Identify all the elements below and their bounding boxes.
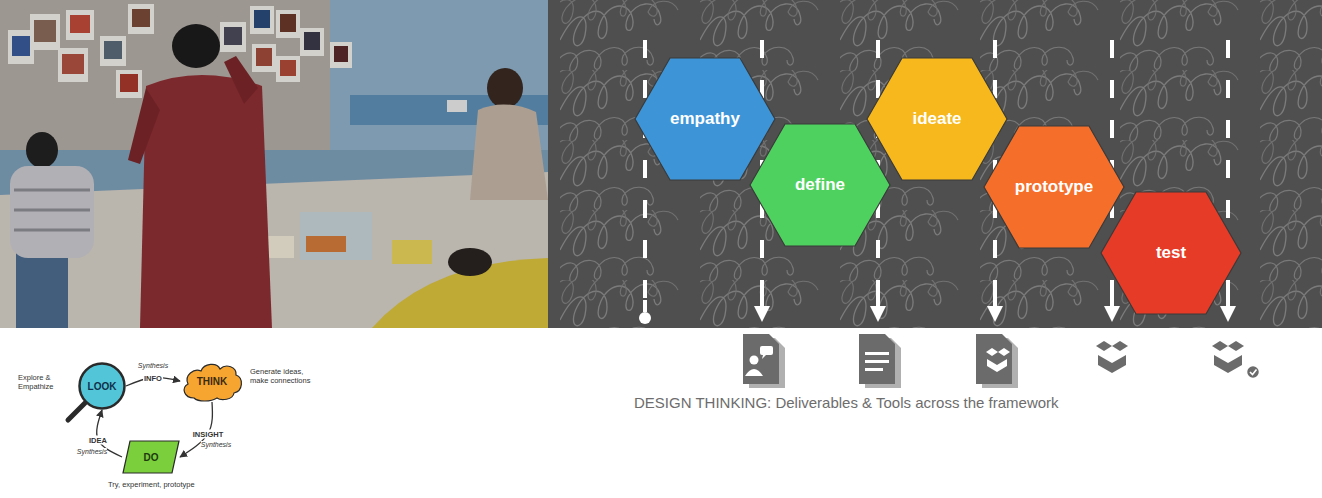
persona-icon-part bbox=[762, 355, 766, 359]
box-check-icon-part bbox=[1250, 370, 1257, 375]
box-check-icon-part bbox=[1214, 355, 1242, 373]
figure-caption: DESIGN THINKING: Deliverables & Tools ac… bbox=[634, 394, 1059, 411]
phase-hexagon: empathy bbox=[635, 58, 775, 180]
arrow-note: Synthesis bbox=[201, 441, 231, 449]
box-document-icon-part bbox=[998, 348, 1010, 356]
parallelogram-outline bbox=[123, 441, 179, 473]
magnifier-lens: LOOK bbox=[78, 362, 126, 410]
document-icon-part bbox=[865, 368, 883, 371]
box-icon-part bbox=[1096, 341, 1112, 351]
persona-icon-part bbox=[743, 334, 779, 384]
document-icon-part bbox=[865, 352, 889, 355]
node-label: ideate bbox=[912, 109, 961, 129]
box-check-icon-part bbox=[1212, 341, 1228, 351]
magnifier-handle bbox=[68, 403, 85, 420]
document-icon-part bbox=[865, 360, 889, 363]
hexagon-outline bbox=[750, 124, 890, 246]
box-document-icon-part bbox=[986, 348, 998, 356]
box-icon bbox=[1096, 341, 1128, 373]
phase-arrow-part bbox=[643, 300, 647, 312]
document-icon bbox=[859, 334, 901, 388]
node-label: empathy bbox=[670, 109, 740, 129]
phase-arrow-part bbox=[760, 290, 764, 308]
box-document-icon-part bbox=[976, 334, 1012, 384]
phase-arrow-part bbox=[1110, 290, 1114, 308]
sketch-note: Generate ideas, make connections bbox=[250, 368, 314, 385]
thought-cloud: THINK bbox=[180, 360, 244, 402]
phase-arrow-part bbox=[987, 306, 1003, 322]
edge-label: IDEA bbox=[88, 435, 108, 444]
box-check-icon bbox=[1212, 341, 1260, 379]
phase-arrow-part bbox=[993, 290, 997, 308]
phase-arrow-part bbox=[754, 306, 770, 322]
persona-icon-part bbox=[750, 356, 759, 365]
node-label: test bbox=[1156, 243, 1186, 263]
hexagon-outline bbox=[867, 58, 1007, 180]
node-label: LOOK bbox=[88, 381, 117, 392]
node-label: define bbox=[795, 175, 845, 195]
phase-arrow-part bbox=[1220, 306, 1236, 322]
hexagon-outline bbox=[635, 58, 775, 180]
action-parallelogram: DO bbox=[122, 440, 180, 474]
box-check-icon-part bbox=[1228, 341, 1244, 351]
phase-hexagon: prototype bbox=[984, 126, 1124, 248]
classroom-photo-part bbox=[0, 0, 548, 328]
cloud-outline bbox=[184, 364, 241, 401]
persona-icon bbox=[743, 334, 785, 388]
node-label: prototype bbox=[1015, 177, 1093, 197]
box-check-icon-part bbox=[1247, 366, 1260, 379]
chalkboard-panel bbox=[548, 0, 1322, 328]
magnifier-handle-part bbox=[68, 403, 85, 420]
document-icon-part bbox=[859, 334, 895, 384]
classroom-photo bbox=[0, 0, 548, 328]
box-document-icon-part bbox=[987, 359, 1007, 372]
phase-arrow-part bbox=[876, 290, 880, 308]
lens-outline bbox=[80, 364, 125, 409]
arrow-note: Synthesis bbox=[138, 362, 168, 370]
phase-hexagon: test bbox=[1101, 192, 1241, 314]
edge-label: INFO bbox=[143, 373, 163, 382]
phase-divider-part bbox=[643, 40, 647, 300]
persona-icon-part bbox=[745, 369, 763, 376]
phase-arrow-part bbox=[1104, 306, 1120, 322]
sketch-note: Try, experiment, prototype bbox=[108, 481, 195, 490]
hexagon-outline bbox=[984, 126, 1124, 248]
phase-arrow-part bbox=[870, 306, 886, 322]
phase-arrow-part bbox=[639, 312, 651, 324]
node-label: THINK bbox=[197, 376, 228, 387]
box-icon-part bbox=[1098, 355, 1126, 373]
hexagon-outline bbox=[1101, 192, 1241, 314]
phase-arrow-part bbox=[1226, 290, 1230, 308]
edge-label: INSIGHT bbox=[192, 429, 224, 438]
persona-icon-part bbox=[760, 346, 773, 355]
chalkboard-panel-part bbox=[548, 0, 1322, 328]
phase-hexagon: define bbox=[750, 124, 890, 246]
phase-hexagon: ideate bbox=[867, 58, 1007, 180]
arrow-note: Synthesis bbox=[77, 448, 107, 456]
box-document-icon bbox=[976, 334, 1018, 388]
node-label: DO bbox=[144, 452, 159, 463]
sketch-note: Explore & Empathize bbox=[18, 374, 74, 391]
chalkboard-panel-part bbox=[548, 0, 1322, 328]
classroom-photo-part bbox=[0, 0, 548, 328]
box-icon-part bbox=[1112, 341, 1128, 351]
